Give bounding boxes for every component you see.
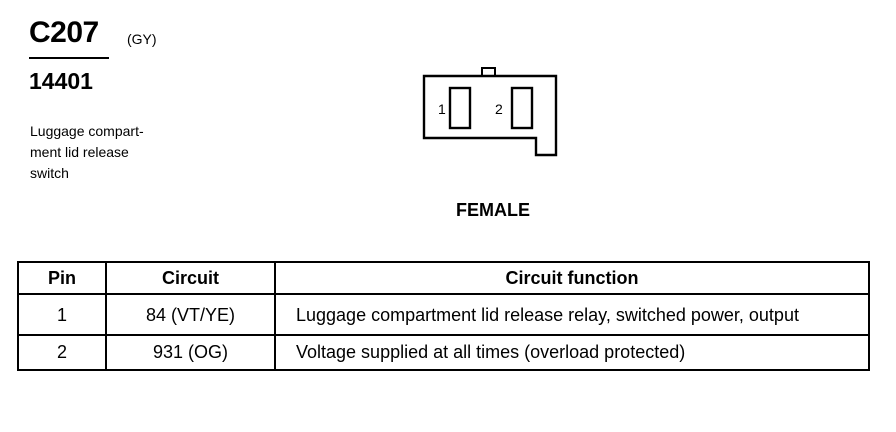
connector-face-diagram: 1 2 bbox=[422, 67, 558, 157]
description-line: ment lid release bbox=[30, 144, 129, 160]
cell-function: Luggage compartment lid release relay, s… bbox=[274, 293, 870, 336]
pin-cavity-2 bbox=[510, 86, 534, 130]
pin-cavity-1 bbox=[448, 86, 472, 130]
connector-color: (GY) bbox=[127, 31, 157, 47]
connector-view-label: FEMALE bbox=[456, 200, 530, 220]
cell-circuit: 931 (OG) bbox=[105, 334, 276, 371]
part-number: 14401 bbox=[29, 68, 93, 94]
table-header-row: Pin Circuit Circuit function bbox=[17, 261, 870, 295]
connector-housing-outline bbox=[422, 74, 558, 157]
description-line: Luggage compart- bbox=[30, 123, 144, 139]
cell-pin: 2 bbox=[17, 334, 107, 371]
pin-label-2: 2 bbox=[495, 101, 503, 117]
table-row: 1 84 (VT/YE) Luggage compartment lid rel… bbox=[17, 293, 870, 336]
cell-function: Voltage supplied at all times (overload … bbox=[274, 334, 870, 371]
pin-table: Pin Circuit Circuit function 1 84 (VT/YE… bbox=[17, 261, 870, 371]
component-description: Luggage compart- ment lid release switch bbox=[30, 121, 200, 184]
connector-latch bbox=[481, 67, 496, 77]
column-header-pin: Pin bbox=[17, 261, 107, 295]
title-underline bbox=[29, 57, 109, 59]
pin-label-1: 1 bbox=[438, 101, 446, 117]
column-header-function: Circuit function bbox=[274, 261, 870, 295]
description-line: switch bbox=[30, 165, 69, 181]
table-row: 2 931 (OG) Voltage supplied at all times… bbox=[17, 334, 870, 371]
cell-pin: 1 bbox=[17, 293, 107, 336]
connector-id: C207 bbox=[29, 16, 99, 49]
cell-circuit: 84 (VT/YE) bbox=[105, 293, 276, 336]
column-header-circuit: Circuit bbox=[105, 261, 276, 295]
